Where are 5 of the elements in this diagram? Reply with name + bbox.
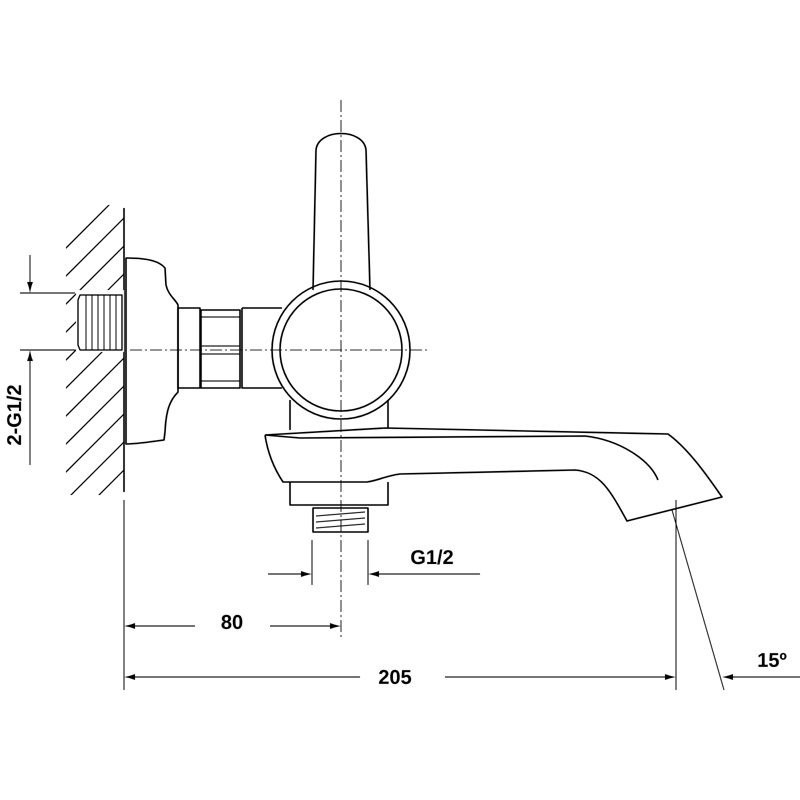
dimension-label: 15º xyxy=(758,653,786,668)
dimension-label: G1/2 xyxy=(411,550,453,564)
dimension-label: 205 xyxy=(379,670,412,684)
dimension-label: 80 xyxy=(222,614,242,630)
dimension-label: 2-G1/2 xyxy=(6,385,22,445)
